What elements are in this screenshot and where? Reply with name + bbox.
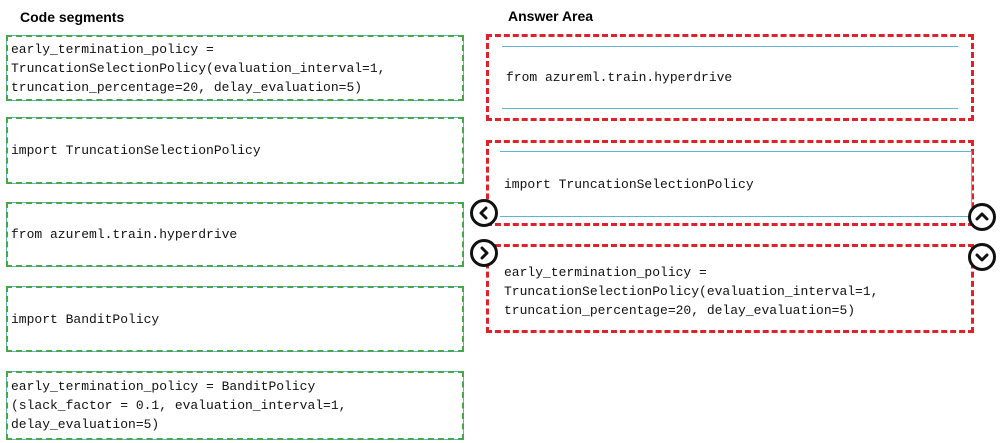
code-segment-text: early_termination_policy = BanditPolicy … bbox=[11, 379, 347, 432]
code-segment-bandit-policy-assignment[interactable]: early_termination_policy = BanditPolicy … bbox=[6, 371, 464, 440]
move-right-button[interactable] bbox=[470, 239, 498, 267]
answer-area-heading: Answer Area bbox=[508, 8, 594, 24]
code-segment-text: from azureml.train.hyperdrive bbox=[11, 227, 238, 242]
code-segment-import-bandit[interactable]: import BanditPolicy bbox=[6, 286, 464, 352]
code-segment-import-truncation[interactable]: import TruncationSelectionPolicy bbox=[6, 117, 464, 184]
chevron-right-icon bbox=[480, 246, 489, 260]
answer-slot-1[interactable] bbox=[486, 34, 974, 121]
code-segment-text: early_termination_policy = TruncationSel… bbox=[11, 41, 386, 95]
code-segment-from-hyperdrive[interactable]: from azureml.train.hyperdrive bbox=[6, 202, 464, 267]
chevron-up-icon bbox=[975, 212, 989, 221]
chevron-left-icon bbox=[479, 206, 488, 220]
move-down-button[interactable] bbox=[968, 243, 996, 271]
code-segment-text: import TruncationSelectionPolicy bbox=[11, 143, 261, 158]
answer-item-text: early_termination_policy = TruncationSel… bbox=[504, 264, 879, 318]
answer-item-1[interactable]: from azureml.train.hyperdrive bbox=[502, 46, 958, 109]
chevron-down-icon bbox=[975, 253, 989, 262]
answer-item-2[interactable]: import TruncationSelectionPolicy bbox=[500, 151, 972, 217]
move-up-button[interactable] bbox=[968, 203, 996, 231]
answer-item-text: from azureml.train.hyperdrive bbox=[506, 70, 733, 85]
answer-item-text: import TruncationSelectionPolicy bbox=[504, 176, 754, 192]
code-segment-text: import BanditPolicy bbox=[11, 311, 160, 327]
code-segments-heading: Code segments bbox=[20, 9, 125, 25]
answer-slot-2[interactable] bbox=[486, 140, 974, 226]
answer-slot-3[interactable] bbox=[486, 244, 974, 333]
answer-item-3[interactable]: early_termination_policy = TruncationSel… bbox=[500, 258, 970, 324]
move-left-button[interactable] bbox=[470, 199, 498, 227]
code-segment-truncation-policy-assignment[interactable]: early_termination_policy = TruncationSel… bbox=[6, 35, 464, 101]
